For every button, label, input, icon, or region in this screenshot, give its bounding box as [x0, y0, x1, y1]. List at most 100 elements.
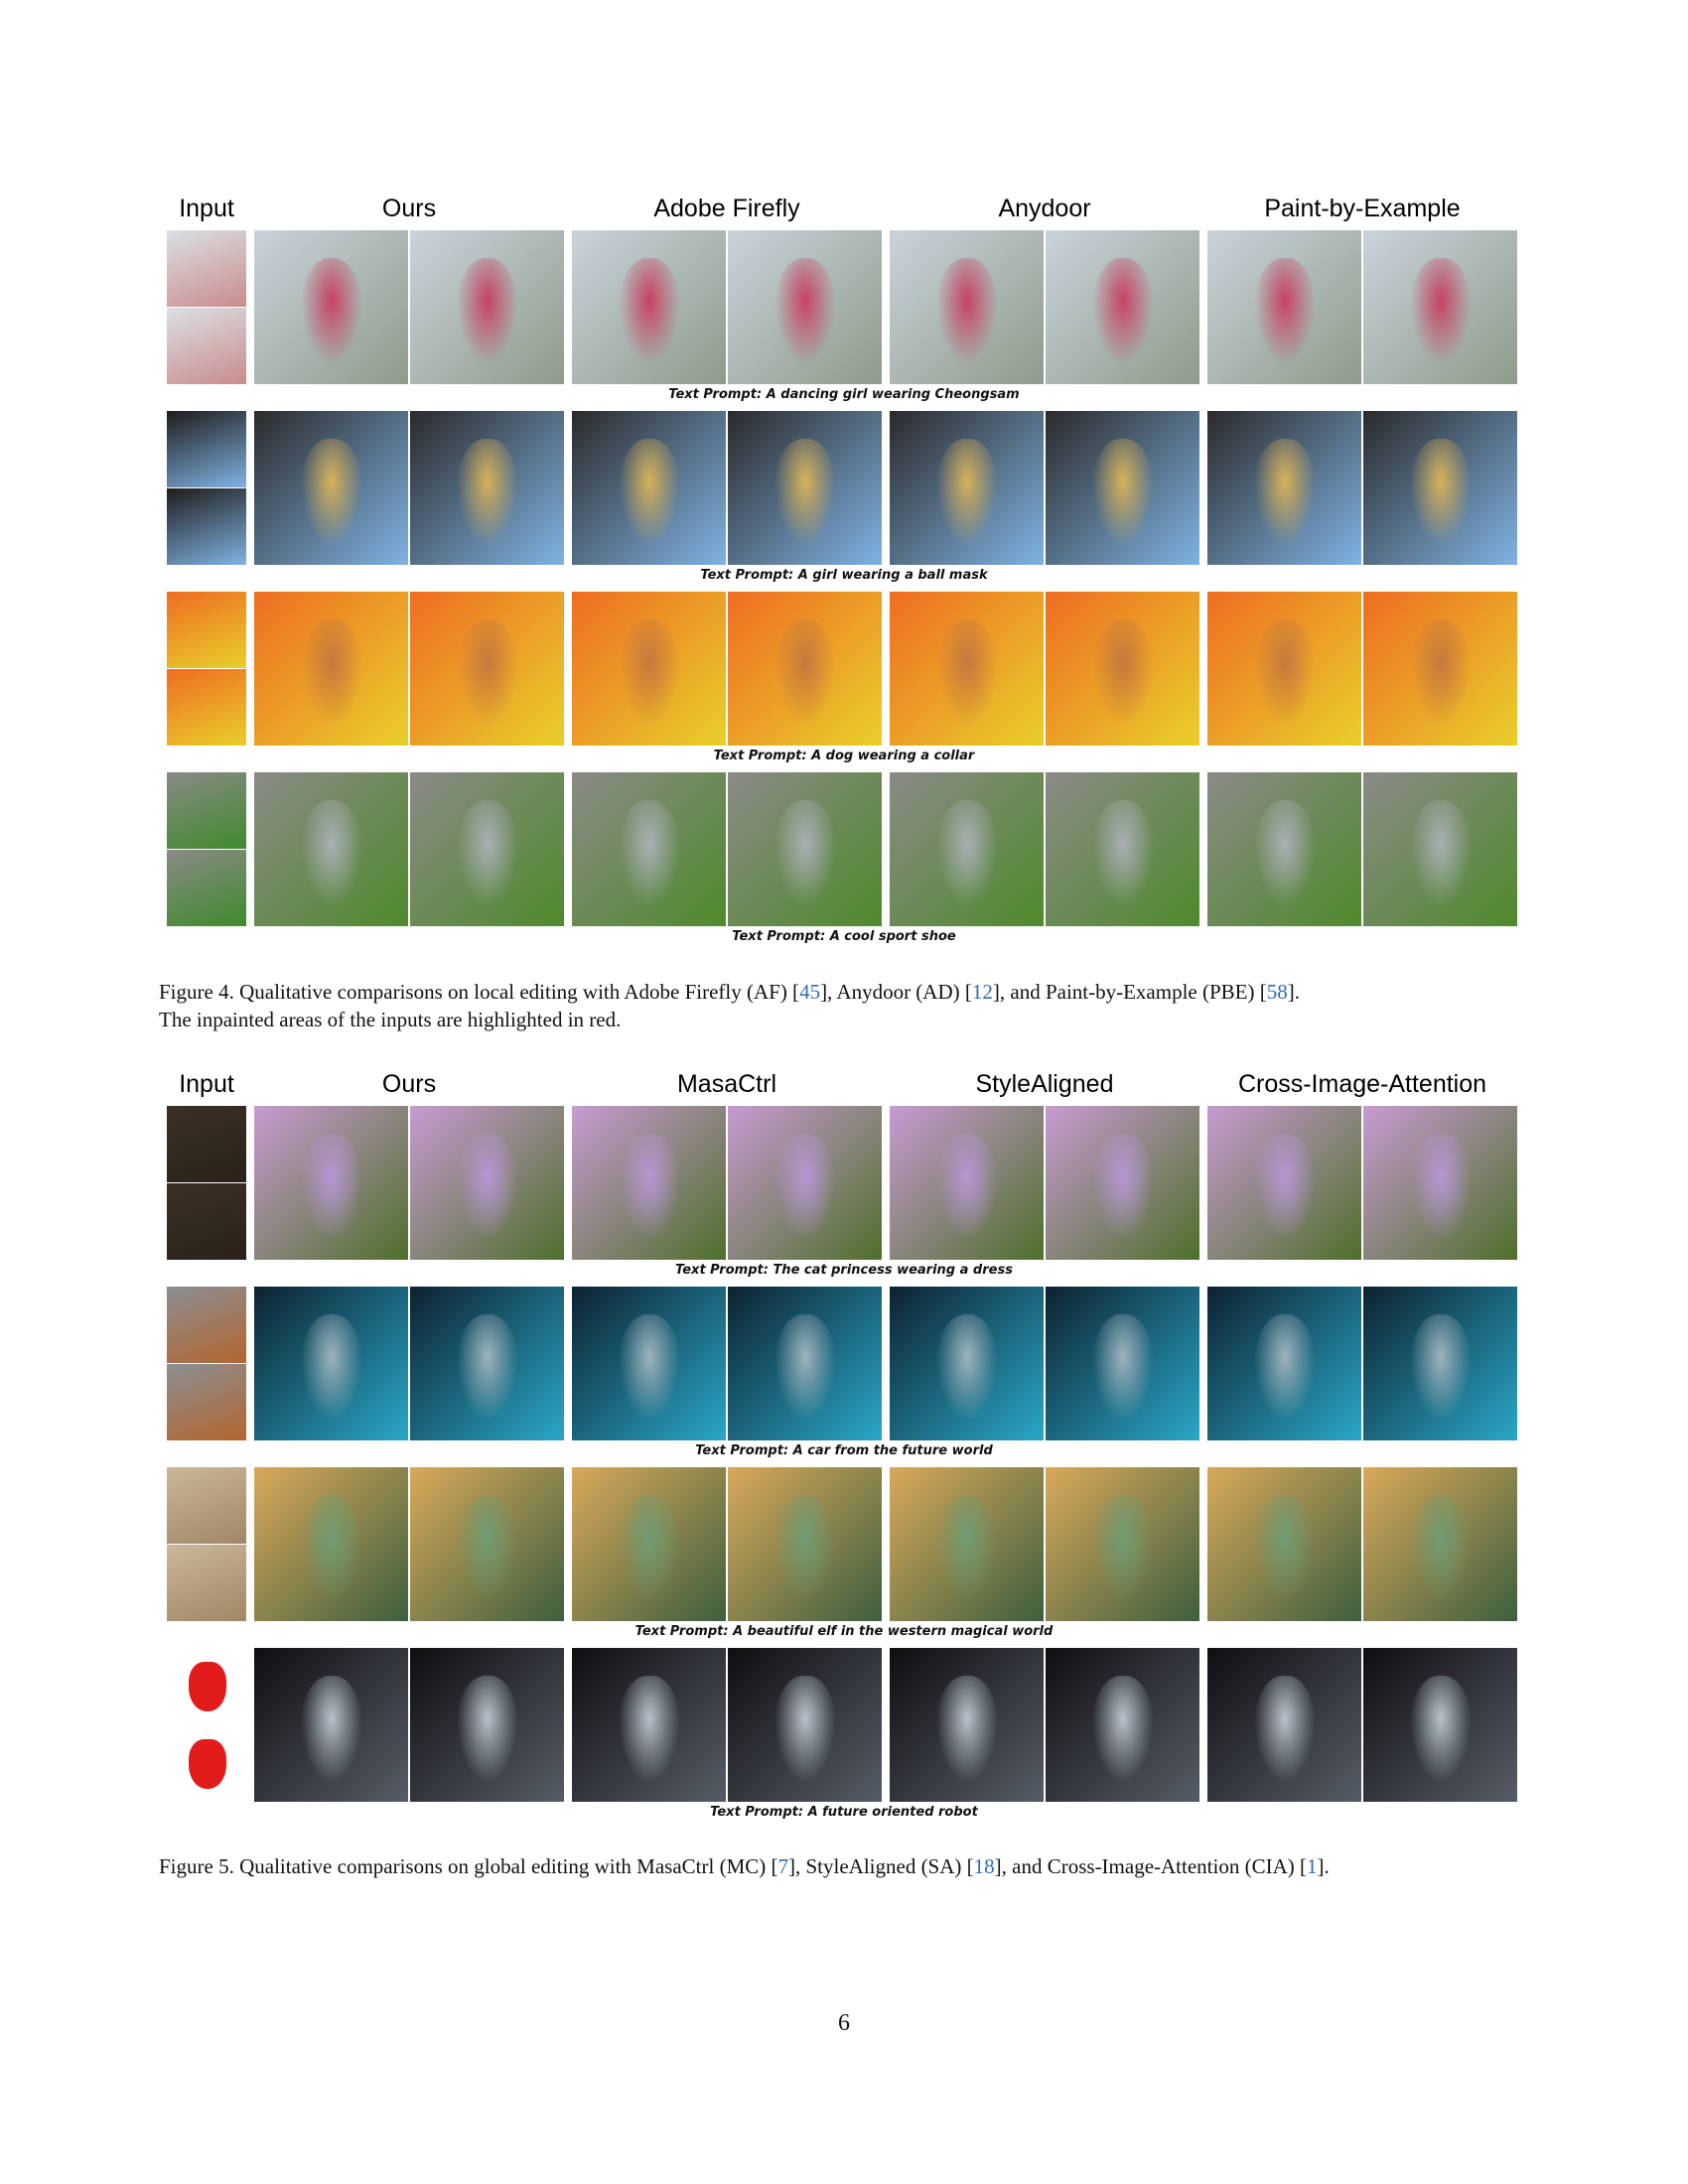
citation-link[interactable]: 58	[1266, 980, 1288, 1004]
text-prompt: Text Prompt: A future oriented robot	[710, 1805, 978, 1820]
input-pair	[167, 1648, 246, 1802]
caption-text: Figure 5. Qualitative comparisons on glo…	[159, 1854, 778, 1878]
stylealigned-result-2	[1046, 1287, 1199, 1440]
pbe-result-2	[1363, 230, 1517, 384]
header-cross-image-attention: Cross-Image-Attention	[1237, 1070, 1487, 1098]
page-number: 6	[838, 2010, 850, 2036]
ours-result-1	[254, 1467, 408, 1621]
input-image	[167, 850, 246, 926]
header-masactrl: MasaCtrl	[676, 1070, 776, 1098]
caption-text: The inpainted areas of the inputs are hi…	[159, 1008, 622, 1031]
citation-link[interactable]: 1	[1307, 1854, 1318, 1878]
figure-4-headers: Input Ours Adobe Firefly Anydoor Paint-b…	[167, 195, 1521, 230]
ours-result-2	[410, 1287, 564, 1440]
anydoor-result-1	[890, 772, 1044, 926]
anydoor-result-2	[1046, 592, 1199, 746]
header-ours: Ours	[381, 1070, 437, 1098]
header-stylealigned: StyleAligned	[975, 1070, 1114, 1098]
stylealigned-result-2	[1046, 1467, 1199, 1621]
ours-result-1	[254, 411, 408, 565]
citation-link[interactable]: 18	[973, 1854, 995, 1878]
input-pair	[167, 772, 246, 926]
figure-5-row	[167, 1467, 1521, 1621]
cia-result-1	[1207, 1287, 1361, 1440]
ours-result-2	[410, 1648, 564, 1802]
cia-result-2	[1363, 1287, 1517, 1440]
input-pair	[167, 1106, 246, 1260]
input-image	[167, 411, 246, 487]
anydoor-result-2	[1046, 230, 1199, 384]
figure-5-headers: Input Ours MasaCtrl StyleAligned Cross-I…	[167, 1070, 1521, 1106]
pbe-result-2	[1363, 411, 1517, 565]
ours-result-2	[410, 592, 564, 746]
citation-link[interactable]: 45	[799, 980, 821, 1004]
text-prompt: Text Prompt: A cool sport shoe	[732, 929, 956, 944]
pbe-result-1	[1207, 772, 1361, 926]
pbe-result-1	[1207, 411, 1361, 565]
stylealigned-result-1	[890, 1467, 1044, 1621]
header-paint-by-example: Paint-by-Example	[1264, 195, 1461, 222]
cia-result-2	[1363, 1467, 1517, 1621]
firefly-result-2	[728, 230, 882, 384]
input-image	[167, 1106, 246, 1182]
ours-result-1	[254, 230, 408, 384]
cia-result-1	[1207, 1467, 1361, 1621]
firefly-result-2	[728, 411, 882, 565]
stylealigned-result-1	[890, 1106, 1044, 1260]
figure-4-row	[167, 230, 1521, 384]
figure-4: Input Ours Adobe Firefly Anydoor Paint-b…	[167, 195, 1521, 953]
figure-4-row	[167, 592, 1521, 746]
input-pair	[167, 1287, 246, 1440]
header-anydoor: Anydoor	[998, 195, 1091, 222]
input-image	[167, 1364, 246, 1440]
firefly-result-1	[572, 772, 726, 926]
header-adobe-firefly: Adobe Firefly	[653, 195, 800, 222]
masactrl-result-2	[728, 1648, 882, 1802]
masactrl-result-2	[728, 1106, 882, 1260]
header-ours: Ours	[381, 195, 437, 222]
input-pair	[167, 592, 246, 746]
pbe-result-1	[1207, 230, 1361, 384]
red-mascot-icon	[167, 1725, 246, 1802]
firefly-result-1	[572, 230, 726, 384]
header-input: Input	[179, 195, 234, 222]
figure-4-row	[167, 772, 1521, 926]
text-prompt: Text Prompt: The cat princess wearing a …	[675, 1263, 1013, 1278]
pbe-result-1	[1207, 592, 1361, 746]
citation-link[interactable]: 7	[777, 1854, 789, 1878]
input-image	[167, 592, 246, 668]
cia-result-1	[1207, 1106, 1361, 1260]
ours-result-1	[254, 772, 408, 926]
stylealigned-result-2	[1046, 1648, 1199, 1802]
anydoor-result-2	[1046, 772, 1199, 926]
masactrl-result-1	[572, 1106, 726, 1260]
caption-text: ], StyleAligned (SA) [	[788, 1854, 974, 1878]
figure-5-row	[167, 1287, 1521, 1440]
cia-result-2	[1363, 1648, 1517, 1802]
input-image	[167, 772, 246, 849]
masactrl-result-2	[728, 1467, 882, 1621]
ours-result-2	[410, 230, 564, 384]
caption-text: ].	[1317, 1854, 1330, 1878]
anydoor-result-1	[890, 230, 1044, 384]
figure-5-row	[167, 1106, 1521, 1260]
text-prompt: Text Prompt: A dog wearing a collar	[713, 749, 975, 763]
input-pair	[167, 411, 246, 565]
firefly-result-1	[572, 592, 726, 746]
header-input: Input	[179, 1070, 234, 1098]
masactrl-result-1	[572, 1467, 726, 1621]
ours-result-2	[410, 1106, 564, 1260]
caption-text: ], Anydoor (AD) [	[820, 980, 972, 1004]
cia-result-1	[1207, 1648, 1361, 1802]
stylealigned-result-1	[890, 1287, 1044, 1440]
figure-4-caption: Figure 4. Qualitative comparisons on loc…	[159, 978, 1529, 1033]
ours-result-2	[410, 1467, 564, 1621]
figure-5-caption: Figure 5. Qualitative comparisons on glo…	[159, 1852, 1529, 1880]
input-image	[167, 488, 246, 565]
cia-result-2	[1363, 1106, 1517, 1260]
red-mascot-icon	[167, 1648, 246, 1724]
ours-result-1	[254, 1648, 408, 1802]
input-image	[167, 1287, 246, 1363]
input-image	[167, 308, 246, 384]
citation-link[interactable]: 12	[971, 980, 993, 1004]
